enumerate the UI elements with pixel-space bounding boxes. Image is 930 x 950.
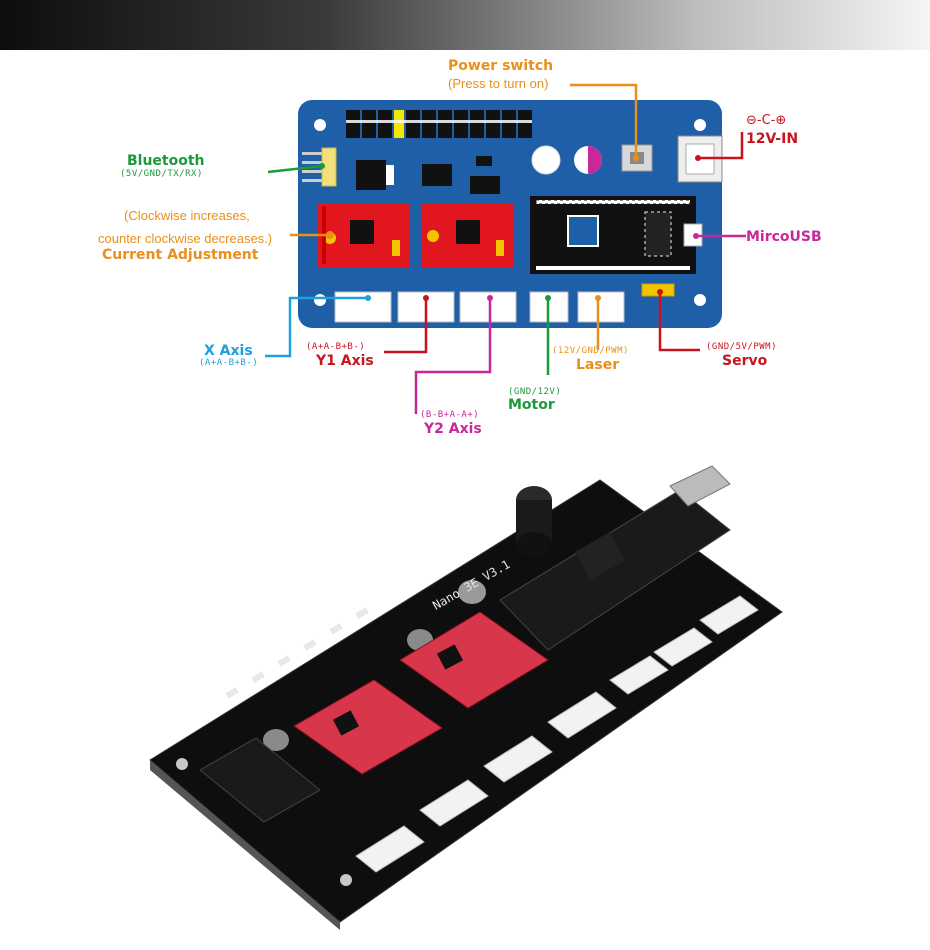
power-switch-title: Power switch [448,58,553,74]
mount-hole [694,119,706,131]
motor-title: Motor [508,397,555,413]
current-line1: (Clockwise increases, [124,208,250,223]
mount-hole [314,294,326,306]
small-chip [422,164,452,186]
y1-axis-title: Y1 Axis [316,353,374,369]
servo-sub: (GND/5V/PWM) [706,342,777,352]
product-photo [150,466,782,930]
led-row [346,110,532,138]
motor-sub: (GND/12V) [508,387,561,397]
y2-axis-sub: (B-B+A-A+) [420,410,479,420]
mount-hole [314,119,326,131]
arduino-nano [530,196,696,274]
stepper-driver-y [422,203,514,267]
current-line2: counter clockwise decreases.) [98,231,272,246]
y1-axis-sub: (A+A-B+B-) [306,342,365,352]
y2-axis-title: Y2 Axis [424,421,482,437]
bluetooth-sub: (5V/GND/TX/RX) [120,169,203,179]
dc-polarity-symbol: ⊖-C-⊕ [746,113,786,128]
laser-title: Laser [576,357,619,373]
laser-sub: (12V/GND/PWM) [552,346,629,356]
x-axis-title: X Axis [204,343,253,359]
usb-title: MircoUSB [746,229,822,245]
small-chip [470,176,500,194]
x-axis-sub: (A+A-B+B-) [199,358,258,368]
current-title: Current Adjustment [102,247,258,263]
power-switch-sub: (Press to turn on) [448,76,548,91]
capacitor [532,146,560,174]
mount-hole [694,294,706,306]
regulator-chip [356,160,386,190]
servo-title: Servo [722,353,767,369]
power-in-title: 12V-IN [746,131,798,147]
bluetooth-title: Bluetooth [127,153,205,169]
